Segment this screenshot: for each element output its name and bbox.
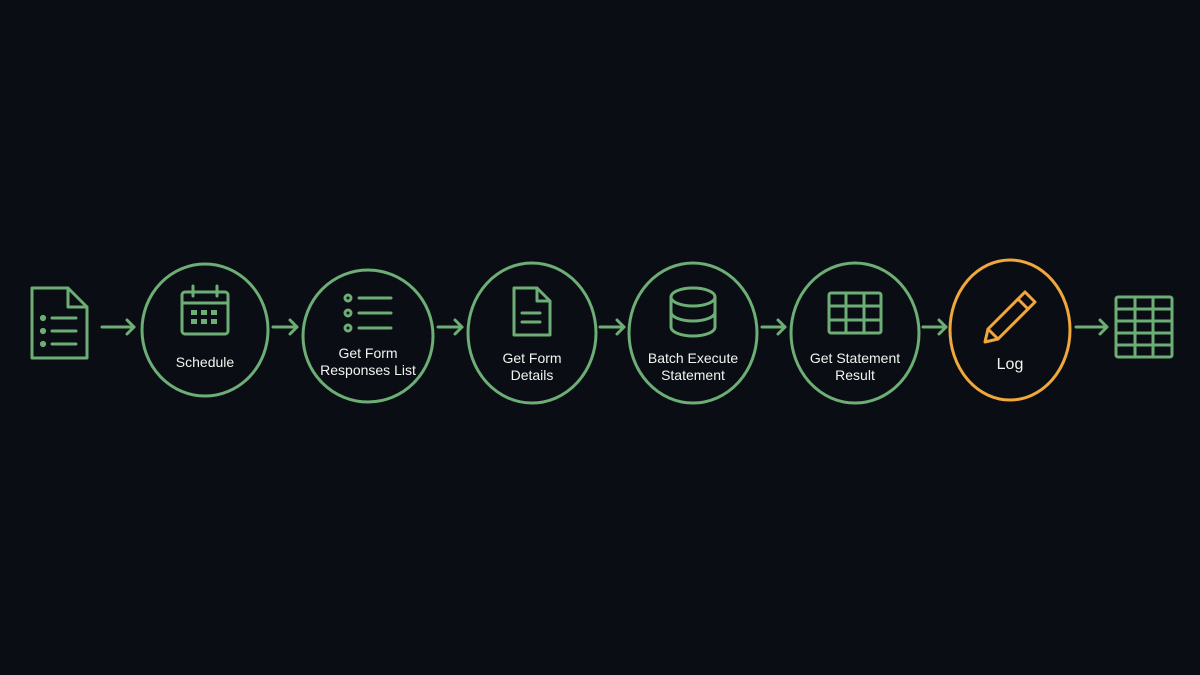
label-line: Batch Execute [647, 350, 739, 366]
flow-arrow [100, 318, 136, 336]
step-node-log [948, 258, 1072, 402]
step-node-schedule [140, 262, 270, 398]
step-label-get-statement-result: Get Statement Result [790, 350, 920, 384]
step-label-schedule: Schedule [140, 354, 270, 371]
step-label-batch-execute-statement: Batch Execute Statement [628, 350, 758, 384]
document-list-icon [30, 286, 89, 360]
flow-arrow [760, 318, 787, 336]
step-label-log: Log [945, 355, 1075, 374]
calendar-icon [180, 284, 230, 336]
label-line: Result [835, 367, 875, 383]
document-icon [512, 286, 552, 337]
label-line: Schedule [175, 354, 235, 370]
label-line: Log [996, 356, 1024, 373]
table-icon [827, 291, 883, 335]
flow-arrow [921, 318, 948, 336]
label-line: Get Form [338, 345, 398, 361]
flow-arrow [271, 318, 299, 336]
flow-arrow [436, 318, 464, 336]
step-node-get-form-responses-list [301, 268, 435, 404]
label-line: Statement [661, 367, 725, 383]
step-node-batch-execute-statement [627, 261, 759, 405]
spreadsheet-icon [1114, 295, 1174, 359]
label-line: Get Statement [809, 350, 901, 366]
step-node-get-statement-result [789, 261, 921, 405]
list-icon [343, 293, 393, 333]
flow-arrow [1074, 318, 1109, 336]
label-line: Responses List [320, 362, 416, 378]
label-line: Get Form [502, 350, 562, 366]
label-line: Details [510, 367, 554, 383]
database-icon [669, 286, 717, 338]
flow-arrow [598, 318, 626, 336]
step-label-get-form-details: Get Form Details [467, 350, 597, 384]
step-node-get-form-details [466, 261, 598, 405]
step-label-get-form-responses-list: Get Form Responses List [303, 345, 433, 379]
pencil-icon [983, 290, 1037, 344]
